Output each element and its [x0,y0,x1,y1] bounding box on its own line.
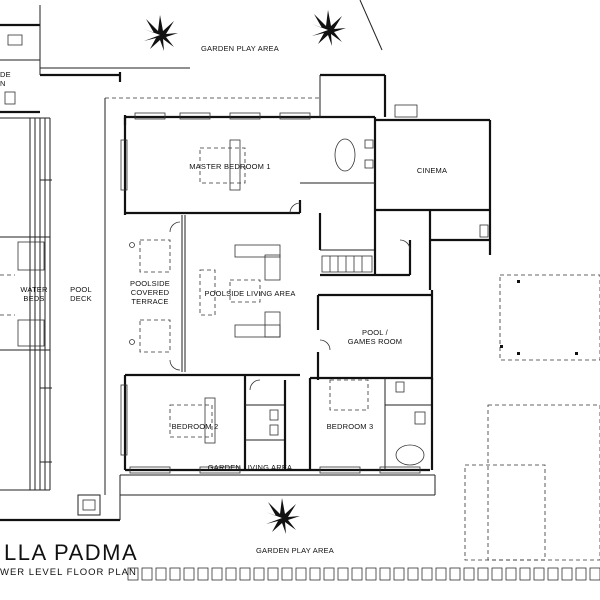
label-bedroom-2: BEDROOM 2 [171,422,219,431]
label-water-beds: WATER BEDS [20,285,48,303]
label-garden-living-area: GARDEN LIVING AREA [207,463,293,472]
house-walls [119,0,492,496]
label-pool-games-room: POOL / GAMES ROOM [347,328,403,346]
pool-area [0,97,320,495]
label-poolside-living-area: POOLSIDE LIVING AREA [204,289,296,298]
pergola [464,274,600,561]
top-left-building [0,5,190,114]
label-master-bedroom: MASTER BEDROOM 1 [189,162,271,171]
drawing-subtitle: WER LEVEL FLOOR PLAN [0,567,137,578]
palm-tree-icon [312,10,346,46]
furniture [129,138,489,466]
drawing-title: LLA PADMA [4,540,139,565]
label-poolside-covered-terrace: POOLSIDE COVERED TERRACE [130,279,170,306]
windows [120,112,421,474]
stepping-stones [0,494,600,581]
palm-tree-icon [144,15,178,51]
label-garden-play-area-bottom: GARDEN PLAY AREA [256,546,334,555]
label-garden-play-area-top: GARDEN PLAY AREA [201,44,279,53]
label-pool-deck: POOL DECK [70,285,92,303]
palm-tree-icon [266,498,300,534]
label-bedroom-3: BEDROOM 3 [326,422,374,431]
label-cut-off-top-left: DE N [0,70,11,88]
label-cinema: CINEMA [416,166,448,175]
